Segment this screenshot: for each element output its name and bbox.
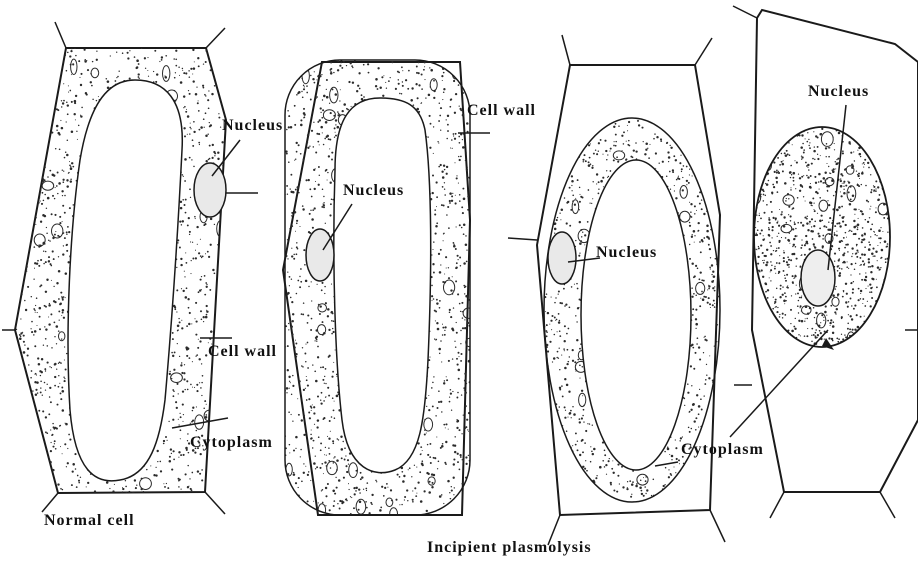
cell3-nucleus bbox=[548, 232, 576, 284]
cell1-nucleus-leader bbox=[212, 140, 240, 176]
cell-2 bbox=[283, 59, 490, 519]
cell2-nucleus-label: Nucleus bbox=[343, 183, 404, 199]
cell2-nucleus bbox=[306, 229, 334, 281]
cell1-nucleus bbox=[194, 163, 226, 217]
cell1-vacuole bbox=[68, 80, 182, 481]
cell3-cytoplasm-leader bbox=[655, 462, 678, 466]
cell3-vacuole bbox=[581, 160, 691, 470]
cell-3 bbox=[508, 35, 725, 545]
cell1-cell-wall-label: Cell wall bbox=[208, 344, 277, 360]
cell3-cytoplasm-label: Cytoplasm bbox=[681, 442, 764, 458]
normal-cell-caption: Normal cell bbox=[44, 513, 135, 529]
cell4-nucleus-label: Nucleus bbox=[808, 84, 869, 100]
cell2-cell-wall-label: Cell wall bbox=[467, 103, 536, 119]
incipient-plasmolysis-caption: Incipient plasmolysis bbox=[427, 540, 592, 556]
cell1-nucleus-label: Nucleus bbox=[222, 118, 283, 134]
cell1-cytoplasm-label: Cytoplasm bbox=[190, 435, 273, 451]
cell4-protoplast bbox=[754, 127, 890, 347]
cell2-vacuole bbox=[334, 98, 431, 473]
cell1-cytoplasm-leader bbox=[172, 418, 228, 428]
cell3-nucleus-label: Nucleus bbox=[596, 245, 657, 261]
cell4-cytoplasm-leader bbox=[730, 330, 828, 437]
